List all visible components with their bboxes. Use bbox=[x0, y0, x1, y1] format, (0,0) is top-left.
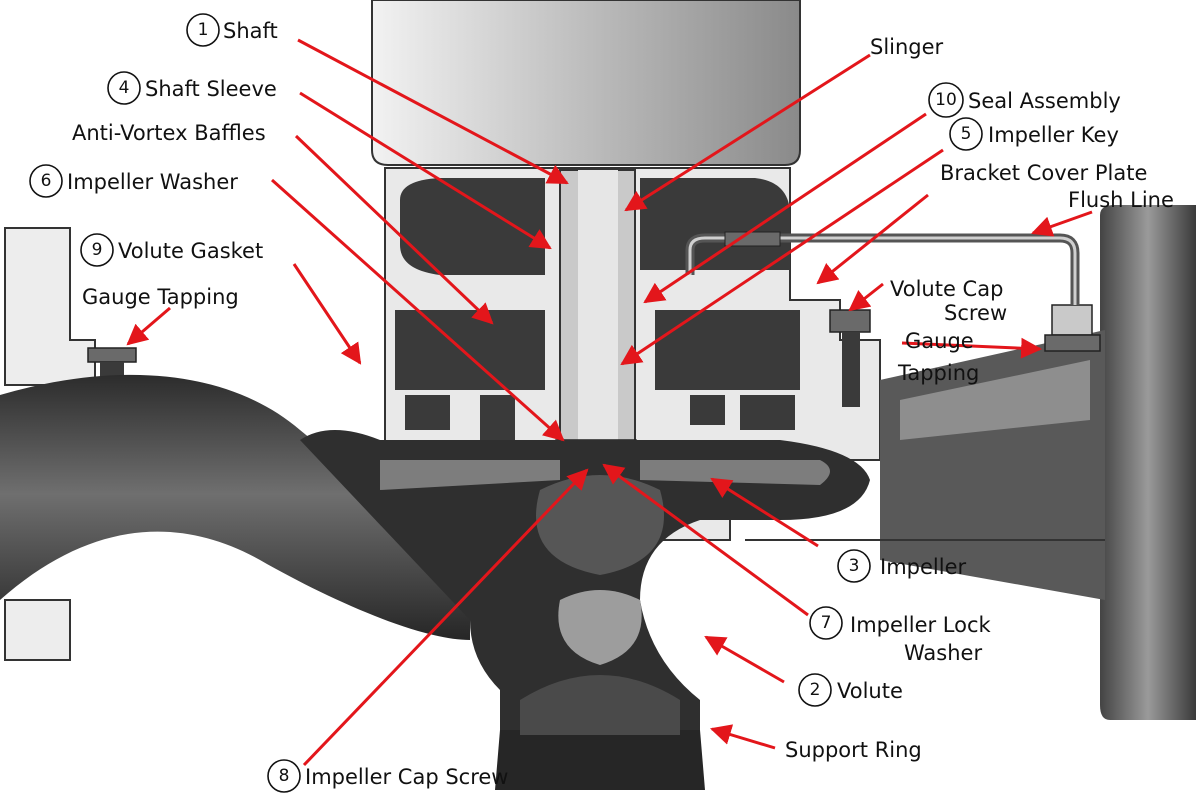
callout-impeller-cap-screw: 8 Impeller Cap Screw bbox=[267, 759, 508, 793]
label-anti-vortex-baffles: Anti-Vortex Baffles bbox=[72, 121, 266, 145]
arrow-shaft bbox=[297, 38, 569, 185]
label-volute-cap-screw-line1: Volute Cap bbox=[890, 277, 1003, 301]
badge-impeller-cap-screw bbox=[267, 759, 301, 793]
badge-number-impeller-lock-washer: 7 bbox=[821, 613, 832, 633]
callout-volute-gasket: 9 Volute Gasket bbox=[80, 233, 263, 267]
leader-arrows bbox=[126, 38, 1093, 767]
callout-volute-cap-screw: Volute Cap Screw bbox=[890, 277, 1007, 325]
badge-shaft-sleeve bbox=[107, 71, 141, 105]
callout-anti-vortex-baffles: Anti-Vortex Baffles bbox=[72, 121, 266, 145]
arrow-impeller-cap-screw bbox=[302, 468, 589, 767]
label-gauge-tapping-right-line1: Gauge bbox=[905, 329, 974, 353]
badge-number-seal-assembly: 10 bbox=[935, 90, 957, 110]
arrow-anti-vortex-baffles bbox=[294, 134, 494, 325]
callout-shaft-sleeve: 4 Shaft Sleeve bbox=[107, 71, 277, 105]
label-support-ring: Support Ring bbox=[785, 738, 922, 762]
arrow-impeller-key bbox=[620, 148, 944, 366]
label-impeller-washer: Impeller Washer bbox=[67, 170, 238, 194]
badge-impeller bbox=[837, 549, 871, 583]
callout-impeller: 3 Impeller bbox=[837, 549, 966, 583]
badge-number-shaft-sleeve: 4 bbox=[119, 78, 130, 98]
arrow-seal-assembly bbox=[643, 112, 927, 304]
label-impeller-key: Impeller Key bbox=[988, 123, 1119, 147]
arrow-volute-cap-screw bbox=[848, 282, 884, 312]
arrow-shaft-sleeve bbox=[299, 91, 552, 250]
label-impeller-cap-screw: Impeller Cap Screw bbox=[305, 765, 508, 789]
label-slinger: Slinger bbox=[870, 35, 944, 59]
callout-seal-assembly: 10 Seal Assembly bbox=[928, 82, 1121, 118]
arrow-impeller-washer bbox=[271, 178, 565, 442]
badge-volute bbox=[798, 673, 832, 707]
badge-number-impeller-cap-screw: 8 bbox=[279, 766, 290, 786]
badge-volute-gasket bbox=[80, 233, 114, 267]
label-volute: Volute bbox=[837, 679, 903, 703]
callout-impeller-washer: 6 Impeller Washer bbox=[29, 164, 238, 198]
label-bracket-cover-plate: Bracket Cover Plate bbox=[940, 161, 1147, 185]
callout-impeller-lock-washer: 7 Impeller Lock Washer bbox=[809, 606, 992, 665]
arrow-gauge-tapping-right bbox=[901, 337, 1043, 359]
callout-shaft: 1 Shaft bbox=[186, 13, 278, 47]
badge-impeller-washer bbox=[29, 164, 63, 198]
label-impeller-lock-washer-line2: Washer bbox=[904, 641, 982, 665]
label-gauge-tapping-right-line2: Tapping bbox=[897, 361, 979, 385]
arrow-support-ring bbox=[709, 724, 776, 750]
label-impeller: Impeller bbox=[880, 555, 966, 579]
arrow-impeller-lock-washer bbox=[602, 463, 809, 617]
callout-gauge-tapping-right: Gauge Tapping bbox=[897, 329, 979, 385]
label-impeller-lock-washer-line1: Impeller Lock bbox=[850, 613, 992, 637]
callout-impeller-key: 5 Impeller Key bbox=[949, 117, 1119, 151]
label-volute-cap-screw-line2: Screw bbox=[944, 301, 1007, 325]
badge-impeller-key bbox=[949, 117, 983, 151]
arrow-volute-gasket bbox=[292, 263, 362, 365]
label-seal-assembly: Seal Assembly bbox=[968, 89, 1121, 113]
badge-seal-assembly bbox=[928, 82, 964, 118]
callout-flush-line: Flush Line bbox=[1068, 188, 1174, 212]
label-gauge-tapping-left: Gauge Tapping bbox=[82, 285, 239, 309]
badge-number-volute-gasket: 9 bbox=[92, 240, 103, 260]
callout-slinger: Slinger bbox=[870, 35, 944, 59]
arrow-gauge-tapping-left bbox=[126, 306, 171, 346]
badge-number-volute: 2 bbox=[810, 680, 821, 700]
arrow-bracket-cover-plate bbox=[816, 193, 929, 285]
label-shaft: Shaft bbox=[223, 19, 278, 43]
callout-support-ring: Support Ring bbox=[785, 738, 922, 762]
badge-number-impeller-washer: 6 bbox=[41, 171, 52, 191]
badge-shaft bbox=[186, 13, 220, 47]
callout-bracket-cover-plate: Bracket Cover Plate bbox=[940, 161, 1147, 185]
arrow-flush-line bbox=[1031, 210, 1093, 237]
badge-number-impeller: 3 bbox=[849, 556, 860, 576]
arrow-volute bbox=[704, 635, 785, 684]
badge-number-impeller-key: 5 bbox=[961, 124, 972, 144]
label-flush-line: Flush Line bbox=[1068, 188, 1174, 212]
label-volute-gasket: Volute Gasket bbox=[118, 239, 263, 263]
arrow-impeller bbox=[710, 477, 819, 548]
label-shaft-sleeve: Shaft Sleeve bbox=[145, 77, 277, 101]
callout-gauge-tapping-left: Gauge Tapping bbox=[82, 285, 239, 309]
badge-number-shaft: 1 bbox=[198, 20, 209, 40]
badge-impeller-lock-washer bbox=[809, 606, 843, 640]
callout-volute: 2 Volute bbox=[798, 673, 903, 707]
arrow-slinger bbox=[624, 53, 871, 212]
